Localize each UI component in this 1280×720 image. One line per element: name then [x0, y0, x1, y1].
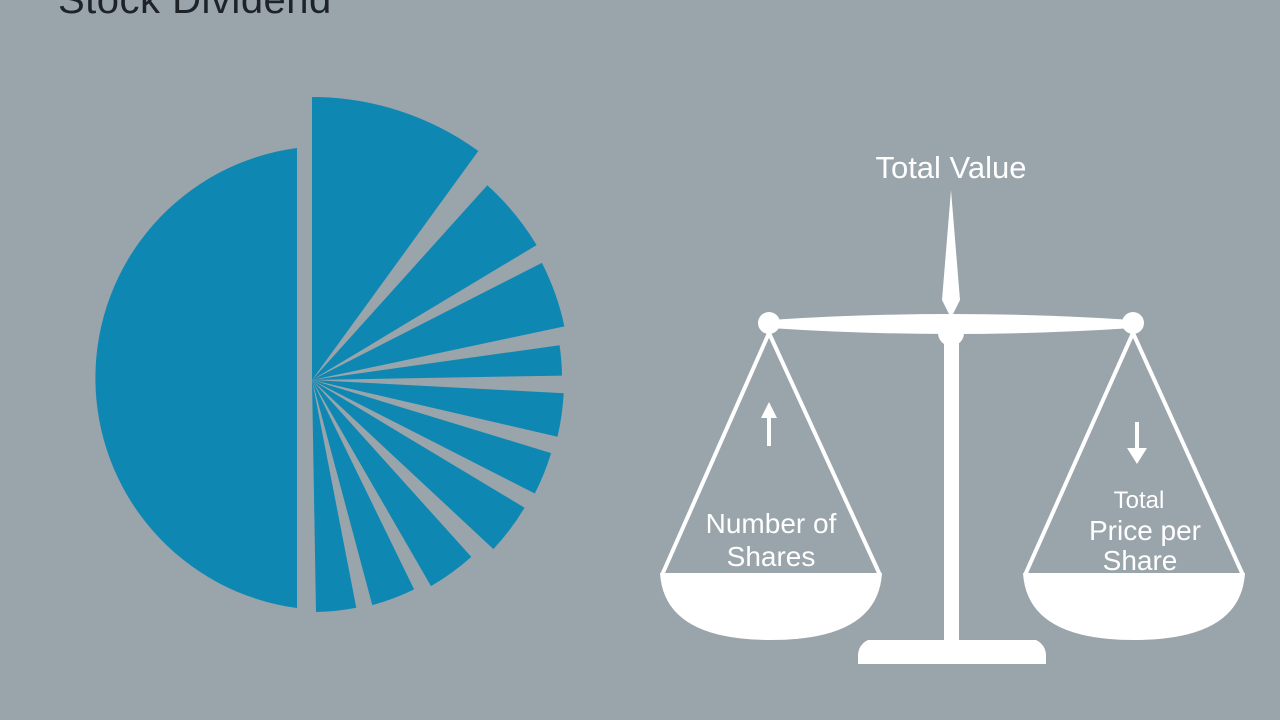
left-pan-label-line2: Shares: [727, 541, 816, 572]
left-pan-strings: [660, 332, 882, 576]
pie-left-half: [95, 148, 298, 608]
scale-beam: [770, 314, 1133, 334]
right-pan: [1023, 573, 1245, 640]
right-pan-strings: [1023, 332, 1245, 576]
pie-slice-5: [312, 380, 564, 437]
pie-slice-8: [312, 380, 472, 587]
scale-needle: [942, 190, 960, 318]
page-title: Stock Dividend: [58, 0, 332, 22]
left-pan: [660, 573, 882, 640]
up-arrow-icon: [761, 402, 777, 446]
down-arrow-icon: [1127, 422, 1147, 464]
right-pan-label-line2: Share: [1103, 545, 1178, 576]
right-pan-label-line0: Total: [1114, 487, 1165, 514]
beam-end-left: [758, 312, 780, 334]
left-pan-label-line1: Number of: [706, 508, 837, 539]
scale-base: [858, 640, 1046, 664]
right-pan-label-line1: Price per: [1089, 515, 1201, 546]
balance-scale: Total Value: [660, 150, 1245, 664]
scale-post: [944, 318, 959, 643]
pie-slice-6: [312, 380, 552, 494]
pie-slice-7: [312, 380, 525, 550]
pie-slice-9: [312, 380, 415, 606]
pie-slice-1: [312, 96, 479, 380]
scale-top-label: Total Value: [875, 150, 1026, 185]
beam-end-right: [1122, 312, 1144, 334]
pie-slice-3: [312, 262, 565, 380]
pie-slice-2: [312, 185, 537, 380]
pie-slice-4: [312, 345, 562, 380]
pie-right-slices: [312, 96, 565, 612]
pie-slice-10: [312, 380, 357, 612]
pie-chart: [95, 96, 565, 612]
